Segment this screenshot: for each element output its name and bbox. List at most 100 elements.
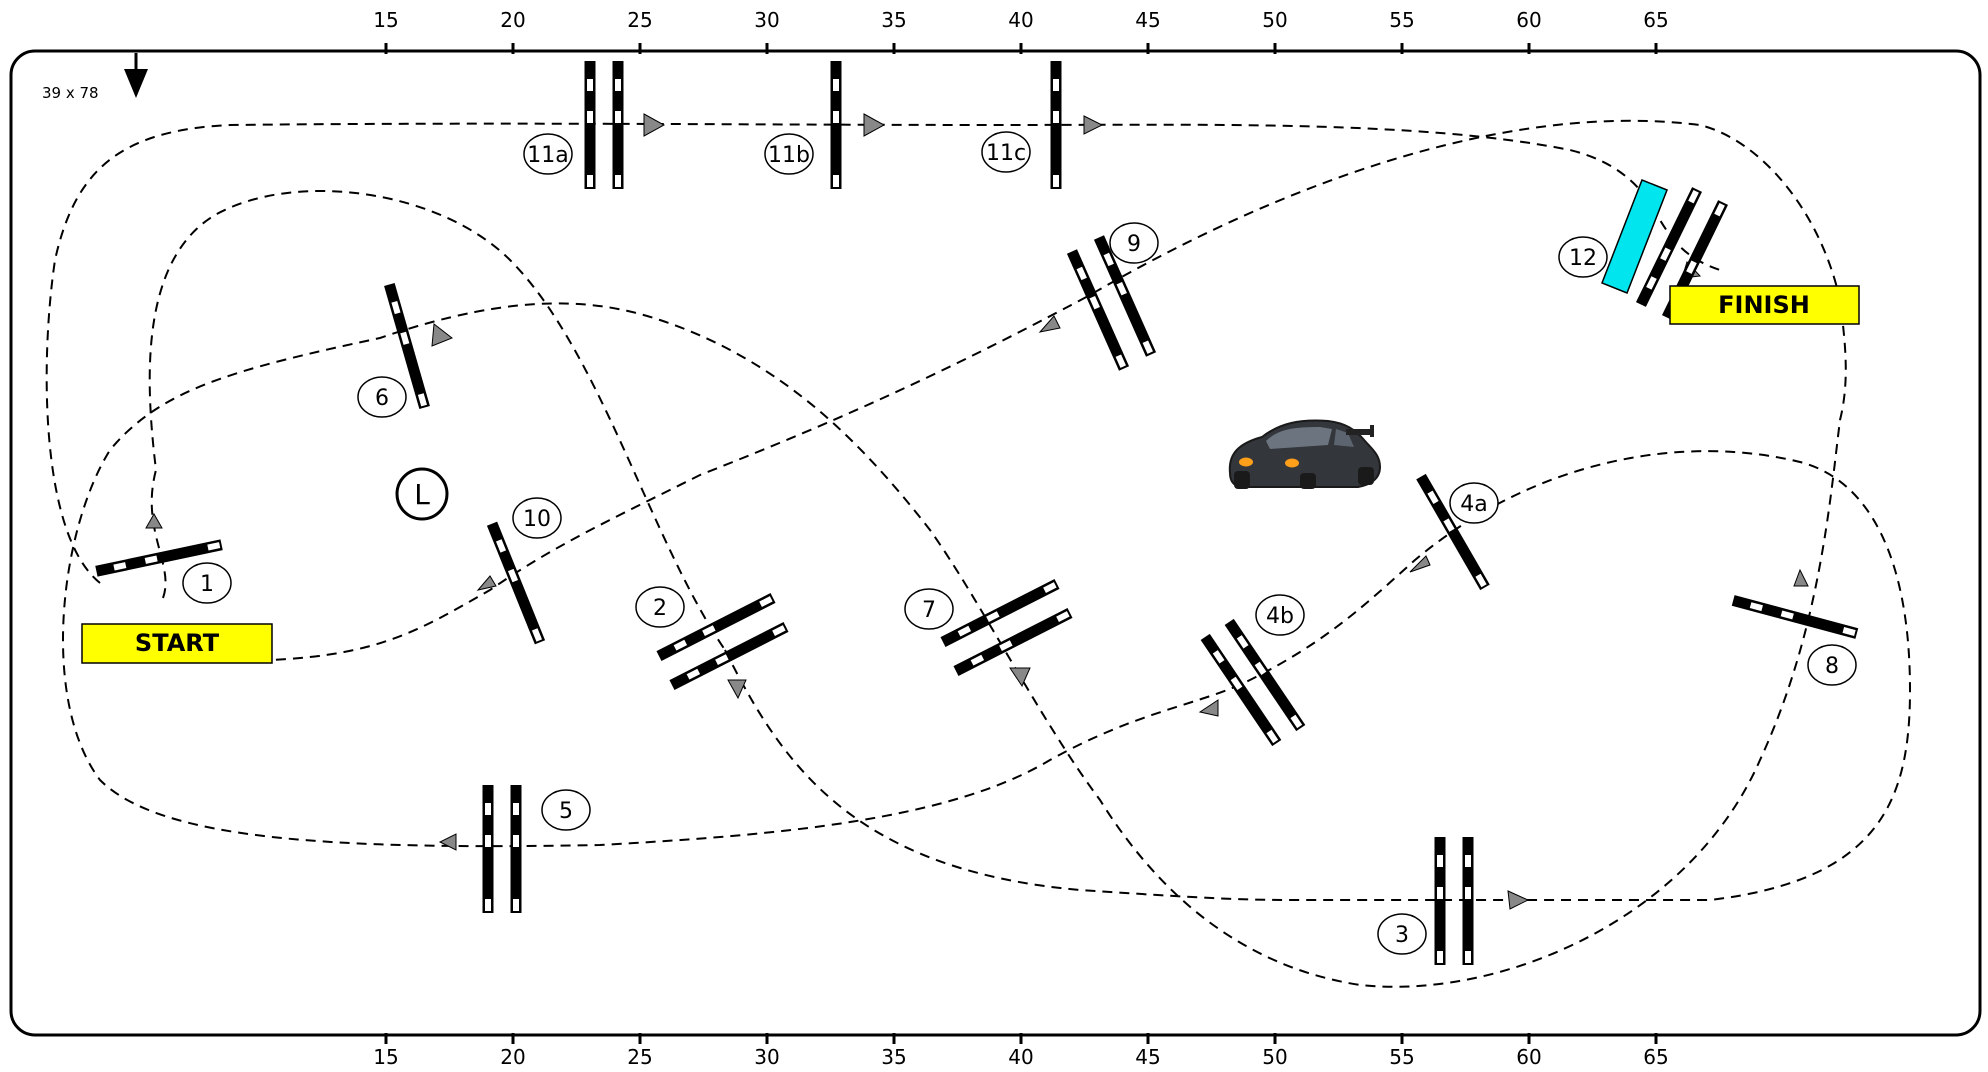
arrow-icon [863, 113, 886, 137]
obstacle-number-label: 8 [1807, 644, 1857, 686]
jumps [95, 61, 1859, 965]
jump-rail [669, 622, 789, 690]
jump-rail [1066, 249, 1130, 371]
tick-label: 25 [627, 8, 652, 32]
jump-rail [1200, 633, 1282, 747]
obstacle-number-label: 5 [541, 789, 591, 831]
jump-rail [830, 61, 842, 189]
obstacle-number-label: 7 [904, 588, 954, 630]
arrow-icon [438, 833, 457, 851]
obstacle-number-label: 1 [182, 562, 232, 604]
jump-rail [1636, 187, 1702, 307]
obstacle-number-label: 4b [1255, 594, 1305, 636]
start-label: START [135, 629, 220, 657]
arrow-icon [431, 323, 453, 347]
tick-label: 20 [500, 1045, 525, 1067]
arrow-icon [643, 113, 666, 137]
jump-rail [612, 61, 624, 189]
tick-label: 65 [1643, 8, 1668, 32]
obstacle-number-label: 4a [1449, 482, 1499, 524]
landmark-marker: L [395, 467, 449, 521]
tick-label: 30 [754, 8, 779, 32]
obstacle-number-label: 6 [357, 376, 407, 418]
jump-rail [584, 61, 596, 189]
tick-label: 15 [373, 1045, 398, 1067]
obstacle-number-label: 12 [1558, 236, 1608, 278]
obstacle-number: 11a [527, 143, 568, 168]
jump-rail [1434, 837, 1446, 965]
obstacle-number-label: 3 [1377, 913, 1427, 955]
tick-label: 45 [1135, 1045, 1160, 1067]
jump-rail [1731, 595, 1859, 639]
arena-border [9, 49, 1982, 1037]
obstacle-number: 3 [1395, 923, 1409, 948]
arrow-icon [1083, 115, 1104, 135]
jump-rail [486, 521, 546, 645]
arrow-icon [1038, 315, 1061, 333]
arena-size-label: 39 x 78 [42, 84, 99, 102]
tick-label: 35 [881, 8, 906, 32]
jump-rail [384, 282, 430, 410]
jump-rail [1462, 837, 1474, 965]
jump-rail [656, 593, 776, 661]
obstacle-number: 5 [559, 799, 573, 824]
arrow-icon [1198, 699, 1219, 717]
jump-rail [510, 785, 522, 913]
obstacle-number: 4b [1266, 604, 1294, 629]
tick-label: 60 [1516, 8, 1541, 32]
tick-label: 35 [881, 1045, 906, 1067]
tick-label: 55 [1389, 8, 1414, 32]
obstacle-number-label: 11c [981, 131, 1031, 173]
jump-rail [482, 785, 494, 913]
obstacle-number-label: 11b [764, 133, 814, 175]
obstacle-number: 10 [523, 507, 551, 532]
finish-label: FINISH [1718, 291, 1810, 319]
final-jump-highlight [1601, 179, 1668, 294]
obstacle-number: 11b [768, 143, 810, 168]
obstacle-number: 6 [375, 386, 389, 411]
down-arrow-icon [124, 53, 148, 98]
landmark-label: L [414, 478, 430, 511]
arrow-icon [145, 512, 163, 529]
tick-label: 15 [373, 8, 398, 32]
obstacle-number-label: 11a [523, 133, 573, 175]
tick-label: 40 [1008, 8, 1033, 32]
jump-rail [1050, 61, 1062, 189]
tick-label: 60 [1516, 1045, 1541, 1067]
jump-rail [95, 539, 223, 577]
car-icon [1228, 419, 1382, 489]
top-axis-ticks: 15 20 25 30 35 40 45 50 55 60 65 [373, 8, 1669, 54]
course-route [45, 119, 1912, 988]
obstacle-number: 11c [986, 141, 1026, 166]
arrow-icon [727, 679, 747, 700]
tick-label: 20 [500, 8, 525, 32]
tick-label: 30 [754, 1045, 779, 1067]
obstacle-number: 7 [922, 598, 936, 623]
jump-rail [1093, 235, 1157, 357]
obstacle-number: 9 [1127, 232, 1141, 257]
obstacle-number: 8 [1825, 654, 1839, 679]
tick-label: 25 [627, 1045, 652, 1067]
tick-label: 40 [1008, 1045, 1033, 1067]
arrow-icon [1507, 890, 1530, 910]
jump-rail [1416, 473, 1490, 591]
jump-rail [1224, 618, 1306, 732]
arrow-icon [1009, 667, 1031, 688]
jump-rail [940, 579, 1060, 647]
obstacle-number: 2 [653, 596, 667, 621]
arrow-icon [476, 575, 497, 591]
jump-rail [953, 608, 1073, 676]
arrow-icon [1793, 568, 1809, 587]
tick-label: 50 [1262, 8, 1287, 32]
obstacle-number: 4a [1460, 492, 1487, 517]
obstacle-number-label: 9 [1109, 222, 1159, 264]
tick-label: 45 [1135, 8, 1160, 32]
obstacle-number-label: 10 [512, 497, 562, 539]
tick-label: 50 [1262, 1045, 1287, 1067]
obstacle-number-label: 2 [635, 586, 685, 628]
arrow-icon [1409, 555, 1431, 573]
obstacle-number: 1 [200, 572, 214, 597]
